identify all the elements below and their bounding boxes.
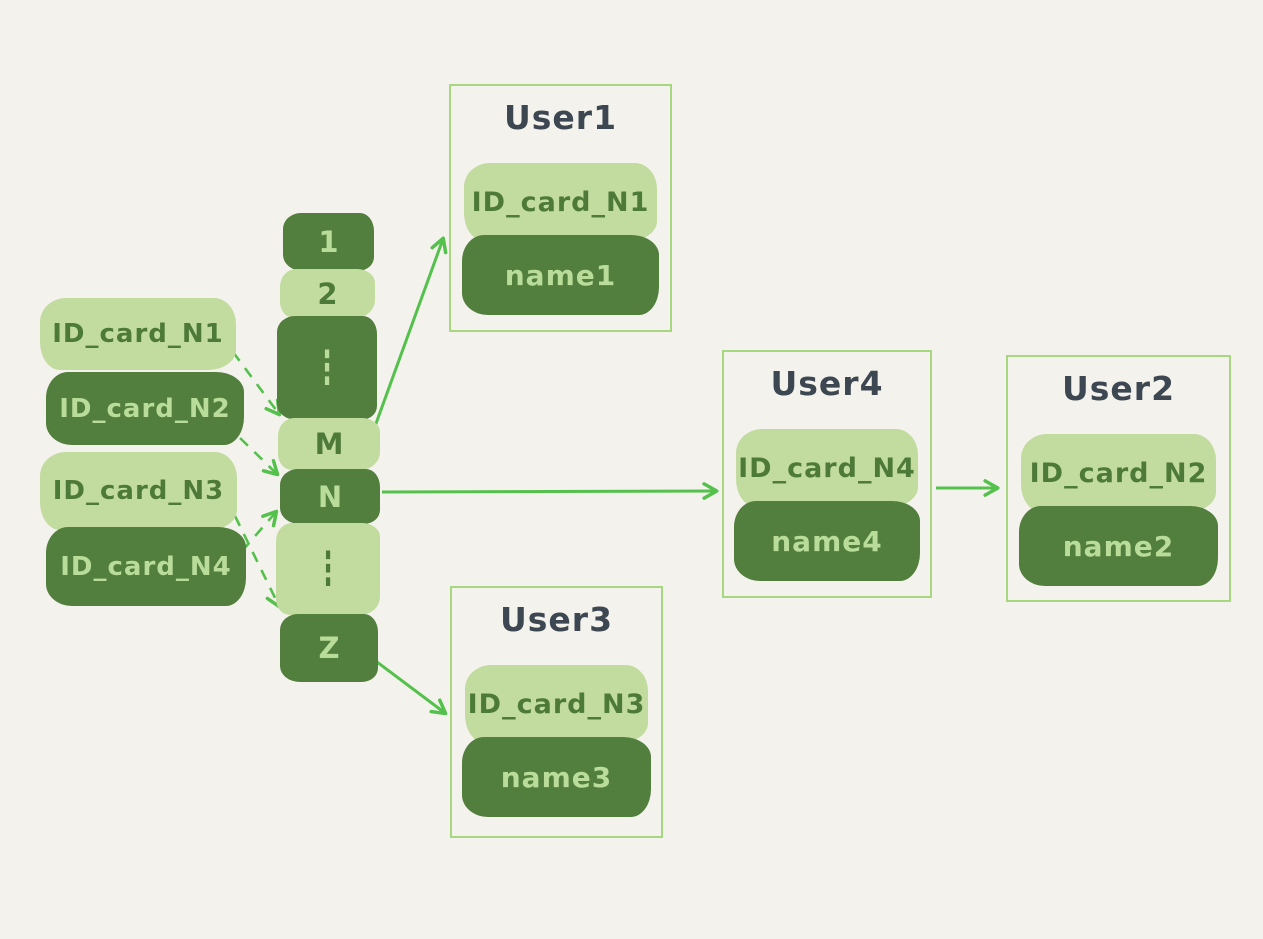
vertical-dots-glyph: ⋮	[316, 542, 340, 596]
user3-idcard-pill: ID_card_N3	[464, 665, 649, 743]
edge-idcard-n2-to-bucket-n	[239, 437, 280, 477]
user2-box: User2 ID_card_N2 name2	[1006, 355, 1231, 602]
user4-name-pill: name4	[734, 501, 920, 581]
user2-title: User2	[1061, 369, 1176, 408]
user4-box: User4 ID_card_N4 name4	[722, 350, 932, 598]
bucket-ellipsis-lower: ⋮	[276, 523, 380, 615]
user1-title: User1	[503, 98, 618, 137]
user3-box: User3 ID_card_N3 name3	[450, 586, 663, 838]
id-card-pill-n2: ID_card_N2	[46, 372, 244, 445]
bucket-m: M	[278, 418, 380, 470]
user1-name-pill: name1	[461, 235, 660, 315]
edge-idcard-n4-to-bucket-n	[241, 509, 279, 552]
user4-title: User4	[770, 364, 884, 403]
bucket-z: Z	[280, 614, 378, 682]
edge-bucket-n-to-user4	[381, 482, 719, 500]
id-card-pill-n3: ID_card_N3	[40, 452, 237, 530]
user1-idcard-pill: ID_card_N1	[464, 163, 657, 241]
id-card-pill-n4: ID_card_N4	[46, 527, 246, 606]
bucket-1: 1	[283, 213, 374, 271]
bucket-ellipsis-upper: ⋮	[277, 316, 377, 420]
user2-name-pill: name2	[1019, 506, 1218, 586]
user3-title: User3	[499, 600, 614, 639]
id-card-pill-n1: ID_card_N1	[40, 298, 236, 370]
user4-idcard-pill: ID_card_N4	[736, 429, 918, 507]
bucket-n: N	[280, 469, 380, 524]
edge-bucket-z-to-user3	[376, 660, 448, 716]
user1-box: User1 ID_card_N1 name1	[449, 84, 672, 332]
edge-bucket-m-to-user1	[372, 236, 448, 430]
vertical-dots-glyph: ⋮	[315, 341, 339, 395]
bucket-2: 2	[280, 269, 375, 318]
user2-idcard-pill: ID_card_N2	[1021, 434, 1216, 512]
user3-name-pill: name3	[462, 737, 651, 817]
